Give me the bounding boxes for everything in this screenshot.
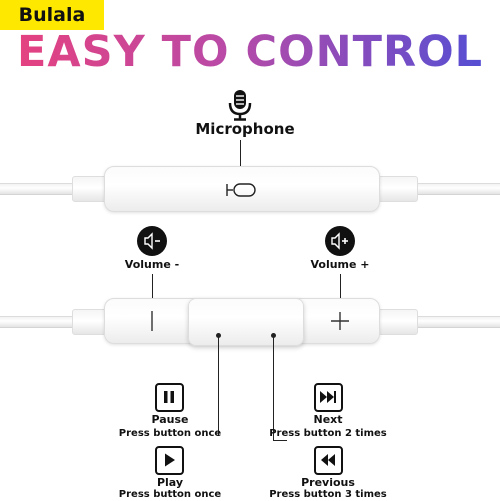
next-desc: Press button 2 times [269, 428, 387, 439]
volume-up-leader-line [340, 274, 341, 306]
play-label: Play [156, 476, 184, 489]
pause-icon [155, 383, 184, 412]
ferrule-right-2 [378, 309, 418, 335]
previous-icon [314, 446, 343, 475]
brand-logo: Bulala [0, 0, 104, 30]
mic-remote-body [104, 166, 380, 212]
previous-label: Previous [301, 476, 355, 489]
pause-desc: Press button once [118, 428, 222, 439]
cable-right-2 [415, 316, 500, 328]
cable-left-1 [0, 183, 80, 195]
next-previous-leader-line [273, 336, 274, 440]
cable-left-2 [0, 316, 80, 328]
volume-up-label: Volume + [310, 258, 370, 271]
volume-down-label: Volume - [124, 258, 180, 271]
next-previous-leader-dot [271, 333, 276, 338]
pause-play-leader-dot [216, 333, 221, 338]
ferrule-right-1 [378, 176, 418, 202]
microphone-icon [226, 89, 254, 121]
pause-play-leader-line [218, 336, 219, 435]
mic-hole-icon [224, 181, 258, 199]
previous-desc: Press button 3 times [269, 489, 387, 500]
next-icon [314, 383, 343, 412]
volume-down-leader-line [152, 274, 153, 306]
speaker-minus-icon [137, 226, 167, 256]
headline: EASY TO CONTROL [0, 24, 500, 80]
next-previous-leader-arm [273, 440, 287, 441]
play-desc: Press button once [118, 489, 222, 500]
pause-label: Pause [151, 413, 189, 426]
microphone-leader-line [240, 140, 241, 178]
microphone-label: Microphone [195, 120, 295, 138]
cable-right-1 [415, 183, 500, 195]
play-icon [155, 446, 184, 475]
speaker-plus-icon [325, 226, 355, 256]
volume-down-button[interactable] [140, 307, 164, 335]
play-pause-button[interactable] [188, 298, 304, 346]
next-label: Next [313, 413, 343, 426]
volume-up-button[interactable] [328, 309, 352, 333]
